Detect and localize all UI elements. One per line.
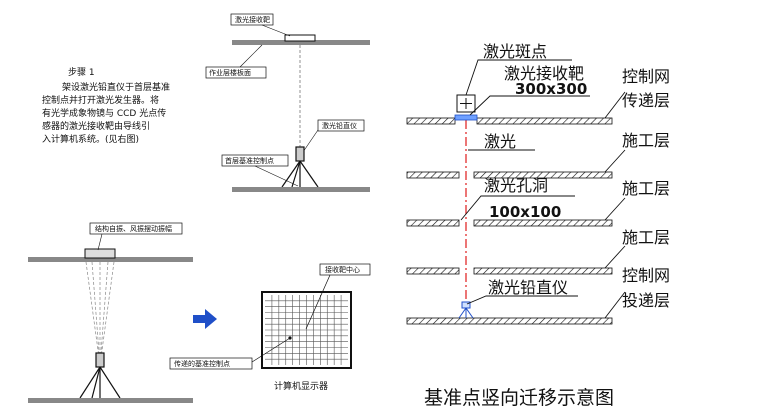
slab-base [406, 317, 613, 325]
tripod-2 [79, 352, 121, 399]
fig3-control-transfer-1b: 传递层 [622, 91, 670, 110]
slab-transfer-right [476, 117, 613, 125]
blue-arrow-icon [193, 309, 217, 329]
fig3-hole-size: 100x100 [489, 203, 561, 221]
center-leader [305, 274, 331, 330]
step1-line-4: 感器的激光接收靶由导线引 [42, 120, 150, 132]
step1-title: 步骤 1 [68, 67, 95, 78]
fig3-control-transfer-2b: 投递层 [622, 291, 670, 310]
monitor: 接收靶中心 传递的基准控制点 计算机显示器 [169, 263, 371, 392]
step1-line-2: 控制点并打开激光发生器。将 [42, 94, 159, 106]
transfer-point [288, 336, 292, 340]
figure-1: 激光接收靶 作业层楼板面 激光铅直仪 首层基准控制点 [205, 13, 370, 192]
receiver-plate [284, 34, 316, 42]
slab-construction-3-right [473, 267, 613, 275]
fig3-control-transfer-1a: 控制网 [622, 67, 670, 86]
plumb-label-box [317, 119, 365, 132]
receiver-label: 激光接收靶 [235, 15, 270, 24]
fig3-receiver-size: 300x300 [515, 80, 587, 98]
fig3-control-transfer-2a: 控制网 [622, 266, 670, 285]
fig3-construction-3: 施工层 [622, 228, 670, 247]
receiver-2 [84, 248, 116, 259]
monitor-grid [265, 295, 348, 365]
slab-construction-2-left [406, 219, 460, 227]
figure-2: 结构自振、风振摆动振幅 [28, 222, 193, 403]
step1-line-5: 入计算机系统。(见右图) [42, 133, 139, 145]
fig3-construction-2: 施工层 [622, 179, 670, 198]
ground-slab-2 [28, 398, 193, 403]
vibration-leader [97, 233, 103, 251]
vibration-label: 结构自振、风振摆动振幅 [95, 224, 172, 233]
step1-line-1: 架设激光铅直仪于首层基准 [62, 81, 170, 93]
work-floor-label: 作业层楼板面 [209, 68, 251, 77]
tripod-1 [281, 146, 319, 188]
ground-point-label: 首层基准控制点 [225, 156, 274, 165]
laser-beams-2 [85, 261, 115, 366]
plumb-leader [302, 129, 319, 153]
fig3-plumb-instrument: 激光铅直仪 [488, 278, 568, 297]
step1-line-3: 有光学成象物镜与 CCD 光点传 [42, 107, 166, 119]
work-floor-label-box [205, 66, 267, 79]
transfer-point-label-box [169, 357, 253, 370]
fig3-laser: 激光 [484, 132, 516, 151]
ground-point-leader [254, 165, 299, 187]
fig3-title: 基准点竖向迁移示意图 [424, 387, 614, 409]
ground-slab-1 [232, 187, 370, 192]
step1-text: 步骤 1 架设激光铅直仪于首层基准 控制点并打开激光发生器。将 有光学成象物镜与… [42, 67, 170, 145]
monitor-label: 计算机显示器 [274, 380, 328, 392]
slab-construction-2-right [473, 219, 613, 227]
receiver-label-box [230, 13, 274, 26]
slab-2 [28, 257, 193, 262]
transfer-point-label: 传递的基准控制点 [174, 359, 230, 368]
slab-construction-1-right [473, 171, 613, 179]
center-label-box [319, 263, 371, 276]
fig3-receiver-target: 激光接收靶 [504, 64, 584, 83]
work-floor-leader [239, 44, 263, 68]
vibration-label-box [89, 222, 183, 235]
slab-construction-3-left [406, 267, 460, 275]
work-floor-slab [232, 40, 370, 45]
fig3-hole: 激光孔洞 [484, 176, 548, 195]
fig3-laser-spot: 激光斑点 [483, 42, 547, 61]
transfer-leader [251, 337, 291, 363]
center-label: 接收靶中心 [325, 265, 360, 274]
fig3-construction-1: 施工层 [622, 131, 670, 150]
plumb-label: 激光铅直仪 [322, 121, 357, 130]
slab-construction-1-left [406, 171, 460, 179]
figure-3: 激光斑点 激光接收靶 300x300 控制网 传递层 激光 施工层 激光孔洞 1… [406, 42, 670, 409]
slab-transfer-left [406, 117, 456, 125]
receiver-target-plate [454, 114, 478, 121]
plumb-instrument-icon [458, 301, 474, 319]
receiver-leader [261, 24, 291, 37]
fig3-leaders [460, 59, 626, 319]
